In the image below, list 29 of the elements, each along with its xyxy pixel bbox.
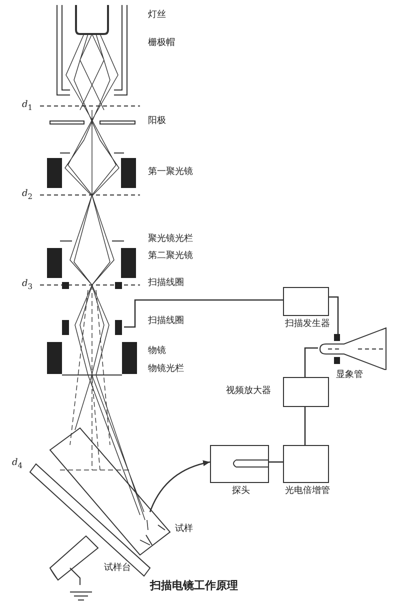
part-label: 扫描线圈 [148, 316, 184, 327]
arrow [149, 460, 210, 512]
part-label: 第一聚光镜 [148, 167, 193, 178]
box-label: 探头 [232, 486, 250, 497]
box-label: 扫描发生器 [285, 319, 330, 330]
tube-label: 显象管 [336, 370, 363, 381]
part-label: 试样 [175, 524, 193, 535]
part-label: 物镜 [148, 346, 166, 357]
part-label: d$_{1}$ [22, 100, 33, 113]
box-label: 光电倍增管 [285, 486, 330, 497]
connector-line [304, 407, 306, 445]
box-label: 视频放大器 [226, 386, 271, 397]
part-label: d$_{2}$ [22, 189, 33, 202]
part-label: 扫描线圈 [148, 278, 184, 289]
part-label: 物镜光栏 [148, 364, 184, 375]
scan-coil-drawing [60, 318, 124, 337]
connector-line [124, 299, 283, 328]
part-label: 试样台 [104, 563, 131, 574]
part-label: 第二聚光镜 [148, 251, 193, 262]
part-label: 灯丝 [148, 10, 166, 21]
part-label: d$_{4}$ [12, 458, 23, 471]
connector-line [329, 296, 339, 335]
part-label: 阳极 [148, 116, 166, 127]
connector-line [269, 461, 283, 463]
part-label: d$_{3}$ [22, 279, 33, 292]
connector-line [304, 347, 318, 377]
caption: 扫描电镜工作原理 [150, 580, 238, 591]
part-label: 栅极帽 [148, 38, 175, 49]
part-label: 聚光镜光栏 [148, 234, 193, 245]
